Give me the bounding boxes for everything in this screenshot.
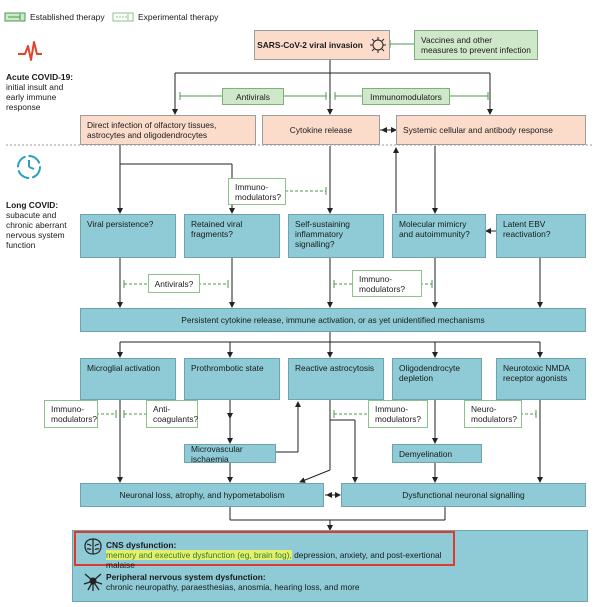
node-prothrombotic: Prothrombotic state xyxy=(184,358,280,400)
cns-title: CNS dysfunction: xyxy=(106,540,177,550)
node-immunomod-q3: Immuno-modulators? xyxy=(44,400,98,428)
clock-icon xyxy=(17,155,41,179)
experimental-therapy-icon xyxy=(112,12,134,22)
outcome-box xyxy=(72,530,588,602)
node-neuronal-loss: Neuronal loss, atrophy, and hypometaboli… xyxy=(80,483,324,507)
node-self-sustaining: Self-sustaining inflammatory signalling? xyxy=(288,214,384,258)
established-therapy-icon xyxy=(4,12,26,22)
node-dysfunctional: Dysfunctional neuronal signalling xyxy=(341,483,586,507)
node-reactive-astro: Reactive astrocytosis xyxy=(288,358,384,400)
acute-desc: initial insult and early immune response xyxy=(6,82,64,112)
node-latent-ebv: Latent EBV reactivation? xyxy=(496,214,586,258)
legend-established: Established therapy xyxy=(4,12,105,22)
node-sars-label: SARS-CoV-2 viral invasion xyxy=(257,40,363,50)
acute-title: Acute COVID-19: xyxy=(6,72,74,82)
legend-established-label: Established therapy xyxy=(30,12,105,22)
neuron-icon xyxy=(83,573,103,591)
node-oligo-depletion: Oligodendrocyte depletion xyxy=(392,358,482,400)
node-neuromod-q: Neuro-modulators? xyxy=(464,400,522,428)
node-retained-fragments: Retained viral fragments? xyxy=(184,214,280,258)
node-vaccines: Vaccines and other measures to prevent i… xyxy=(414,30,538,60)
node-antivirals-q: Antivirals? xyxy=(148,274,200,293)
legend-experimental-label: Experimental therapy xyxy=(138,12,219,22)
node-persistent: Persistent cytokine release, immune acti… xyxy=(80,308,586,332)
node-antivirals: Antivirals xyxy=(222,88,284,105)
node-cytokine-release: Cytokine release xyxy=(262,115,380,145)
node-immunomodulators: Immunomodulators xyxy=(362,88,450,105)
cns-text: CNS dysfunction: memory and executive dy… xyxy=(106,540,450,570)
node-microvascular: Microvascular ischaemia xyxy=(184,444,276,464)
brain-icon xyxy=(84,538,102,555)
node-nmda: Neurotoxic NMDA receptor agonists xyxy=(496,358,586,400)
pns-desc: chronic neuropathy, paraesthesias, anosm… xyxy=(106,582,360,592)
cns-highlight: memory and executive dysfunction (eg, br… xyxy=(106,550,292,560)
pns-title: Peripheral nervous system dysfunction: xyxy=(106,572,266,582)
node-viral-persistence: Viral persistence? xyxy=(80,214,176,258)
node-systemic: Systemic cellular and antibody response xyxy=(396,115,586,145)
node-direct-infection: Direct infection of olfactory tissues, a… xyxy=(80,115,256,145)
virus-icon xyxy=(369,37,386,53)
node-microglial: Microglial activation xyxy=(80,358,176,400)
legend-experimental: Experimental therapy xyxy=(112,12,218,22)
node-anticoagulants-q: Anti-coagulants? xyxy=(146,400,198,428)
pns-text: Peripheral nervous system dysfunction: c… xyxy=(106,572,576,592)
long-desc: subacute and chronic aberrant nervous sy… xyxy=(6,210,67,250)
long-title: Long COVID: xyxy=(6,200,59,210)
cns-rest: depression, anxiety, and post-exertional… xyxy=(106,550,442,570)
node-molecular-mimicry: Molecular mimicry and autoimmunity? xyxy=(392,214,486,258)
node-immunomod-q2: Immuno-modulators? xyxy=(352,270,422,297)
lightning-pulse-icon xyxy=(18,41,42,61)
acute-label: Acute COVID-19: initial insult and early… xyxy=(6,72,76,112)
node-demyelination: Demyelination xyxy=(392,444,482,463)
node-immunomod-q4: Immuno-modulators? xyxy=(368,400,428,428)
long-label: Long COVID: subacute and chronic aberran… xyxy=(6,200,78,250)
highlight-frame xyxy=(74,531,455,566)
node-immunomod-q1: Immuno-modulators? xyxy=(228,178,286,205)
node-sars: SARS-CoV-2 viral invasion xyxy=(254,30,390,60)
